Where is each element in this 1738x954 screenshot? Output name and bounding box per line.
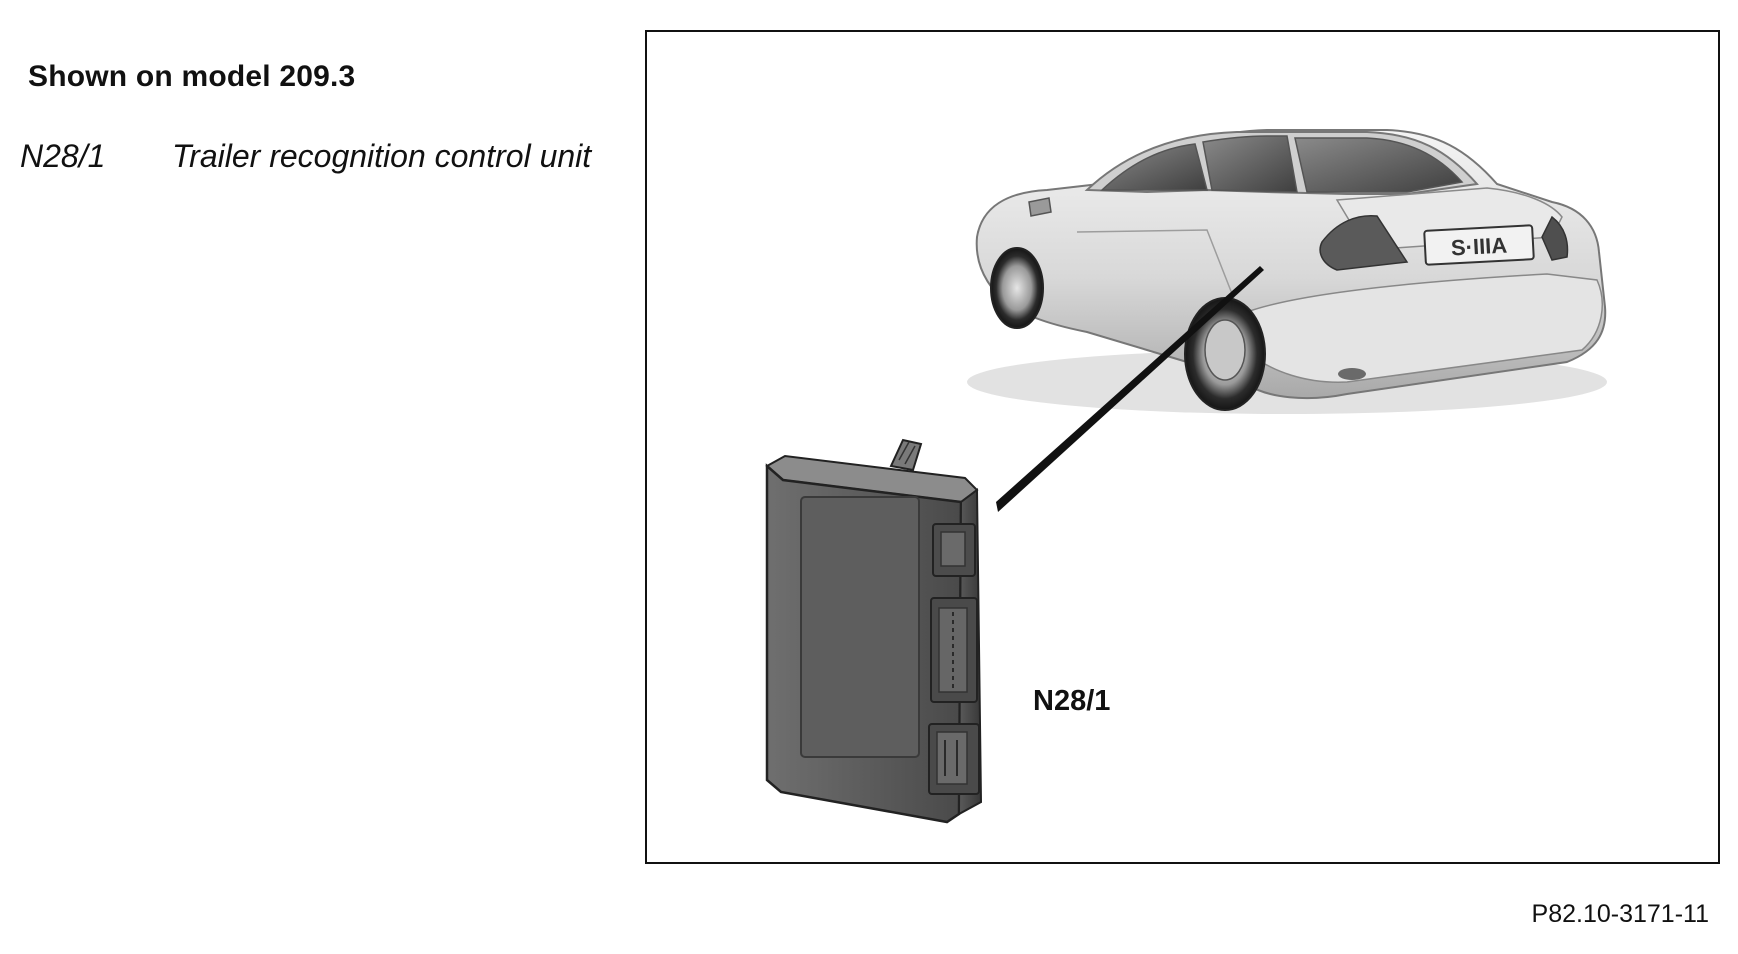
legend-description: Trailer recognition control unit [172,138,592,174]
legend-code: N28/1 [20,138,106,174]
control-unit-illustration [765,438,983,824]
callout-label-n28-1: N28/1 [1033,685,1111,717]
figure-reference: P82.10-3171-11 [1531,900,1709,928]
car-illustration: S·IIIA [967,129,1607,414]
legend-row: N28/1 Trailer recognition control unit [20,138,591,175]
figure-frame: S·IIIA [645,30,1720,864]
page-heading: Shown on model 209.3 [28,60,356,93]
plate-text: S·IIIA [1450,233,1508,261]
figure-illustration: S·IIIA [765,129,1607,824]
leader-line [996,266,1264,512]
